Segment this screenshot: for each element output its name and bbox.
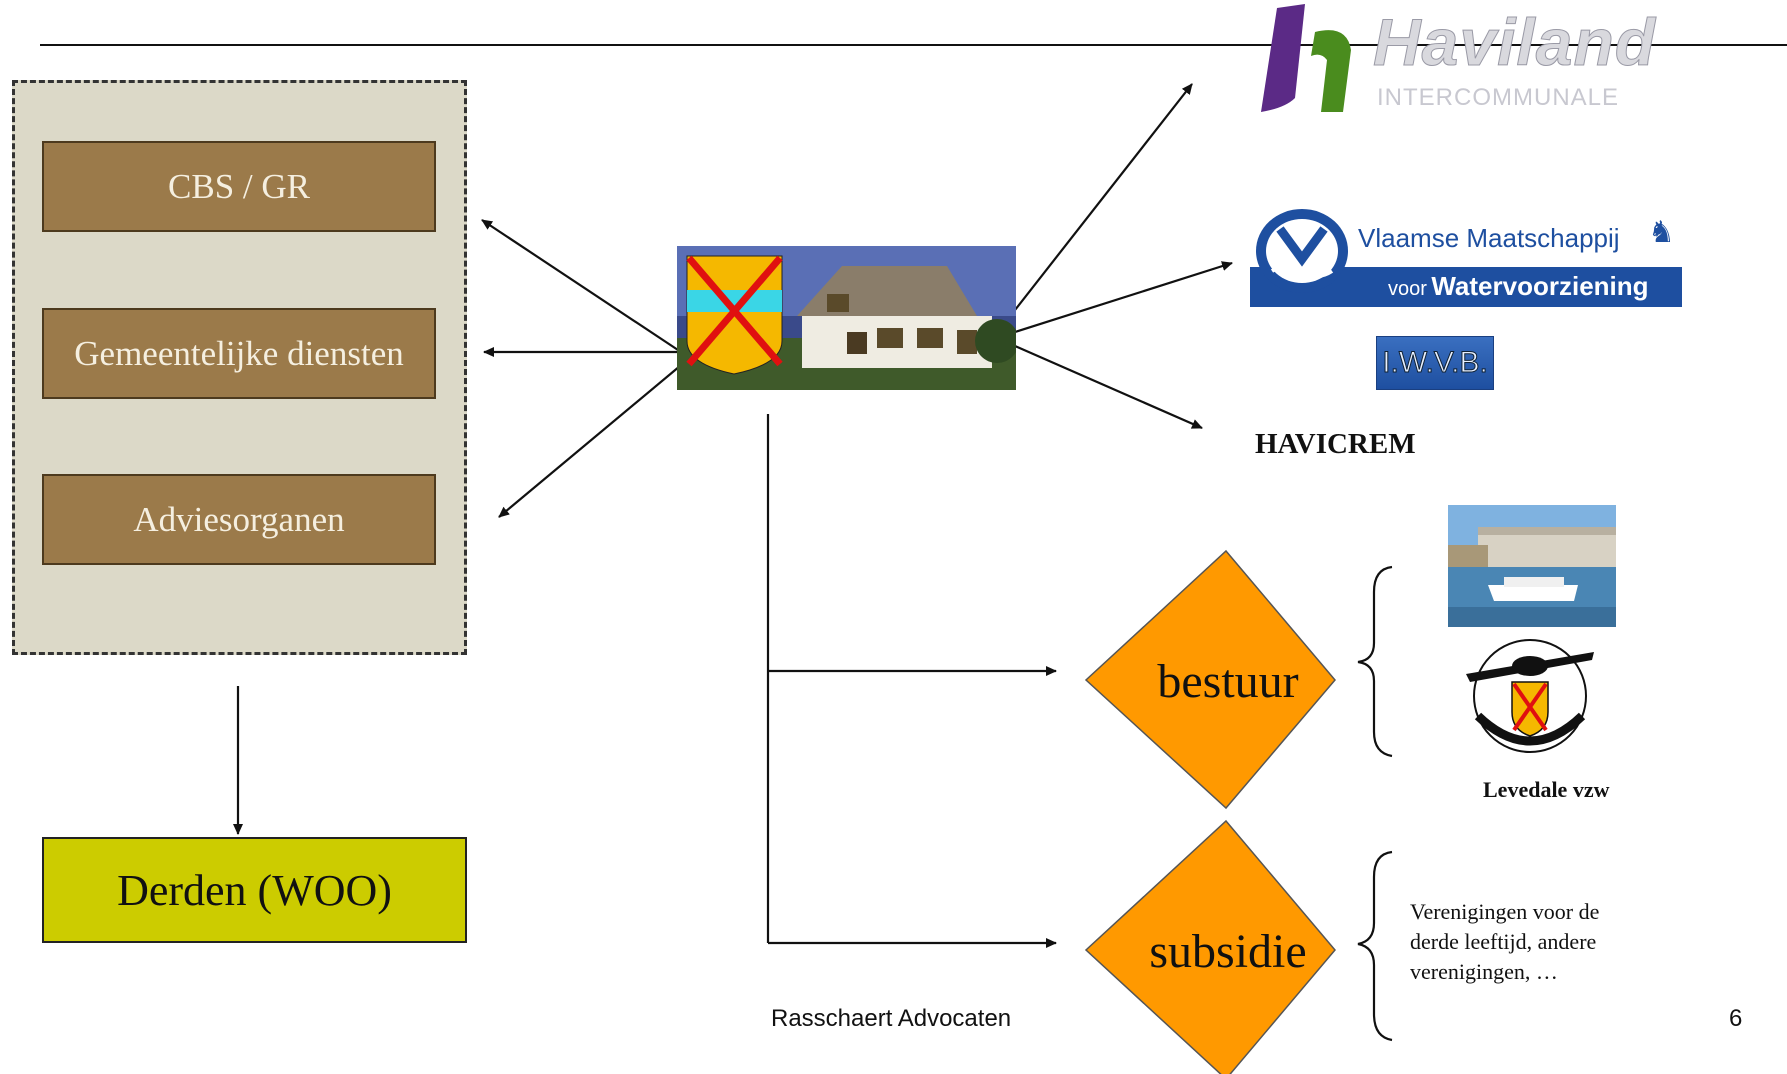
- box-gemeentelijke-diensten: Gemeentelijke diensten: [42, 308, 436, 399]
- verenigingen-line-3: verenigingen, …: [1410, 959, 1558, 984]
- bestuur-label: bestuur: [1157, 655, 1298, 708]
- vmw-line1: Vlaamse Maatschappij: [1358, 223, 1620, 253]
- verenigingen-line-1: Verenigingen voor de: [1410, 899, 1600, 924]
- farmhouse-icon: [797, 266, 1016, 368]
- harbour-boat-photo: [1448, 505, 1616, 627]
- haviland-mark-icon: [1261, 4, 1351, 113]
- levedale-label: Levedale vzw: [1483, 777, 1610, 802]
- haviland-sub: INTERCOMMUNALE: [1377, 84, 1620, 111]
- page-number: 6: [1729, 1005, 1743, 1032]
- iwvb-logo: I.W.V.B.: [1376, 336, 1494, 390]
- havicrem-label: HAVICREM: [1255, 428, 1416, 460]
- arrow-to-adviesorganen: [498, 365, 681, 518]
- vmw-logo: Vlaamse Maatschappij voor Watervoorzieni…: [1250, 205, 1682, 307]
- subsidie-label: subsidie: [1149, 925, 1306, 978]
- coat-of-arms-icon: [686, 255, 783, 375]
- verenigingen-text: Verenigingen voor de derde leeftijd, and…: [1410, 897, 1599, 987]
- arrow-to-cbs: [481, 219, 679, 351]
- box-adviesorganen: Adviesorganen: [42, 474, 436, 565]
- lion-icon: ♞: [1648, 216, 1675, 249]
- verenigingen-line-2: derde leeftijd, andere: [1410, 929, 1597, 954]
- top-rule: [40, 44, 1787, 46]
- arrow-to-haviland: [1014, 83, 1193, 311]
- iwvb-label: I.W.V.B.: [1382, 346, 1489, 380]
- haviland-name: Haviland: [1372, 5, 1657, 80]
- vmw-wave-icon: [1256, 209, 1348, 293]
- footer-company: Rasschaert Advocaten: [771, 1005, 1012, 1032]
- box-derden-woo: Derden (WOO): [42, 837, 467, 943]
- diamond-subsidie: [1084, 819, 1336, 1074]
- diamond-bestuur: [1084, 549, 1336, 810]
- vmw-watervoorziening: Watervoorziening: [1431, 271, 1649, 301]
- haviland-logo: Haviland INTERCOMMUNALE: [1255, 0, 1675, 120]
- arrow-to-havicrem: [1014, 344, 1203, 430]
- arrow-to-vmw: [1014, 261, 1233, 334]
- brace-bestuur: [1357, 565, 1393, 758]
- municipality-image: [677, 246, 1016, 390]
- brace-subsidie: [1357, 850, 1393, 1042]
- box-cbs-gr: CBS / GR: [42, 141, 436, 232]
- vmw-voor: voor: [1388, 278, 1427, 300]
- vmw-line2: voor Watervoorziening: [1388, 271, 1649, 302]
- recreatief-vliegveld-logo: [1466, 639, 1594, 753]
